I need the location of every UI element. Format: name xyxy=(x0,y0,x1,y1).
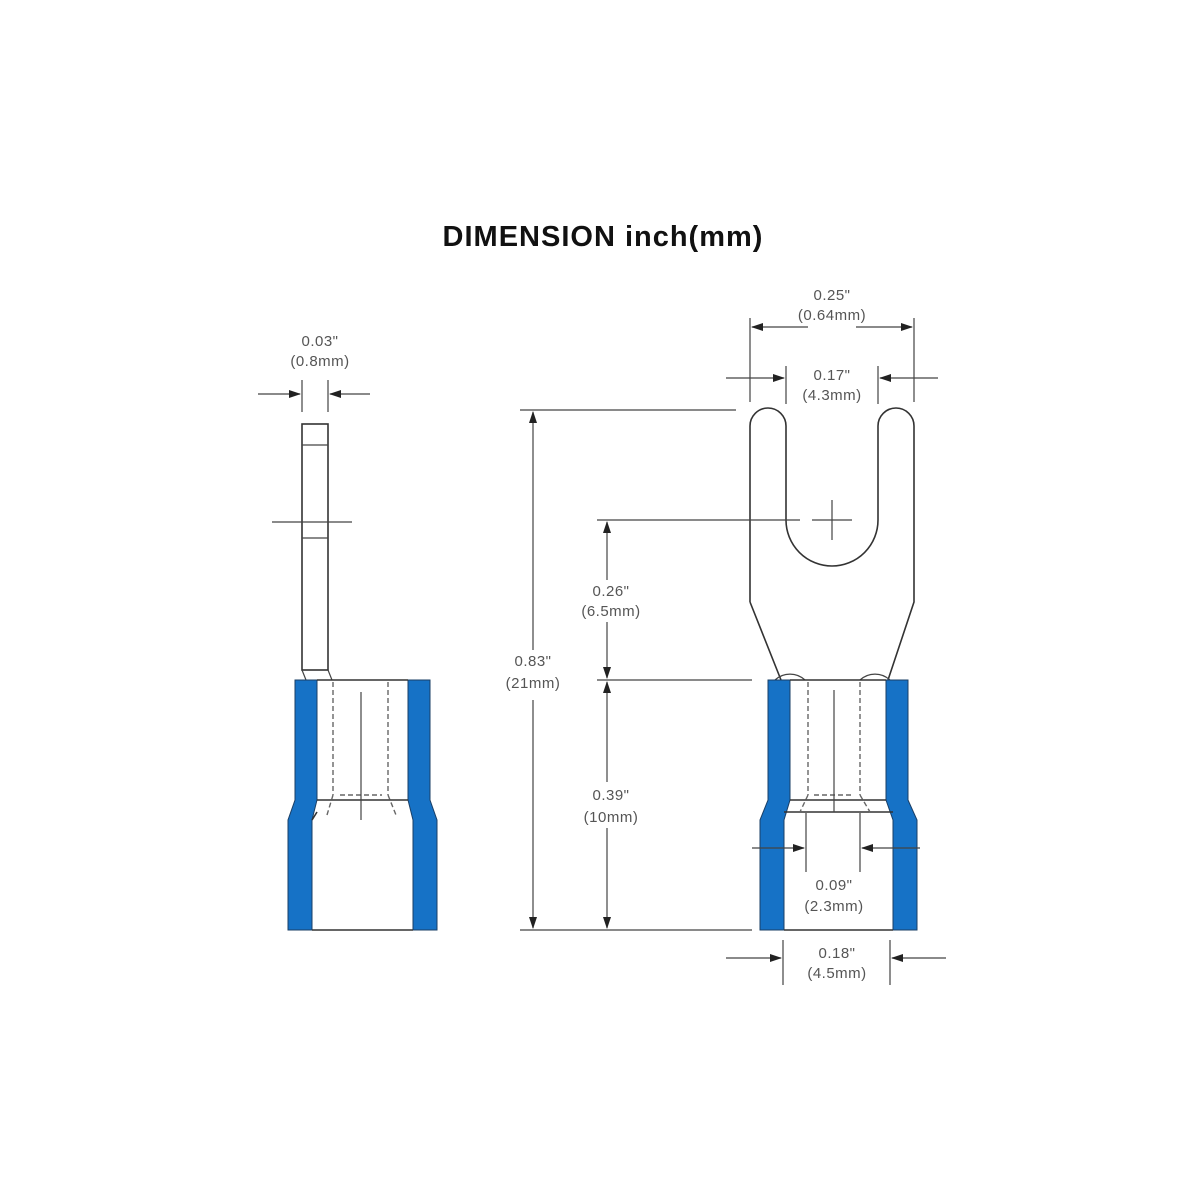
insulation-sleeve-right xyxy=(885,679,918,931)
total-length-inch: 0.83" xyxy=(514,653,551,670)
sleeve-length-inch: 0.39" xyxy=(592,787,629,804)
total-length-mm: (21mm) xyxy=(506,675,561,692)
fork-slot-width-mm: (4.3mm) xyxy=(802,387,861,404)
sleeve-inner-diameter-inch: 0.18" xyxy=(818,945,855,962)
stud-to-sleeve-inch: 0.26" xyxy=(592,583,629,600)
blade-side xyxy=(301,423,329,671)
stud-to-sleeve-mm: (6.5mm) xyxy=(581,603,640,620)
front-view: 0.25" (0.64mm) 0.17" (4.3mm) 0.83" (21mm… xyxy=(506,287,946,985)
blade-thickness-inch: 0.03" xyxy=(301,333,338,350)
fork-slot-width-inch: 0.17" xyxy=(813,367,850,384)
diagram-title: DIMENSION inch(mm) xyxy=(443,221,764,253)
sleeve-length-mm: (10mm) xyxy=(584,809,639,826)
fork-outer-width-mm: (0.64mm) xyxy=(798,307,866,324)
blade-thickness-mm: (0.8mm) xyxy=(290,353,349,370)
side-view: 0.03" (0.8mm) xyxy=(258,333,438,931)
sleeve-inner-diameter-mm: (4.5mm) xyxy=(807,965,866,982)
insulation-sleeve-left xyxy=(759,679,791,931)
fork-outer-width-inch: 0.25" xyxy=(813,287,850,304)
fork-outline xyxy=(749,407,915,681)
barrel-inner-diameter-mm: (2.3mm) xyxy=(804,898,863,915)
insulation-sleeve-right xyxy=(407,679,438,931)
barrel-inner-diameter-inch: 0.09" xyxy=(815,877,852,894)
insulation-sleeve-left xyxy=(287,679,318,931)
